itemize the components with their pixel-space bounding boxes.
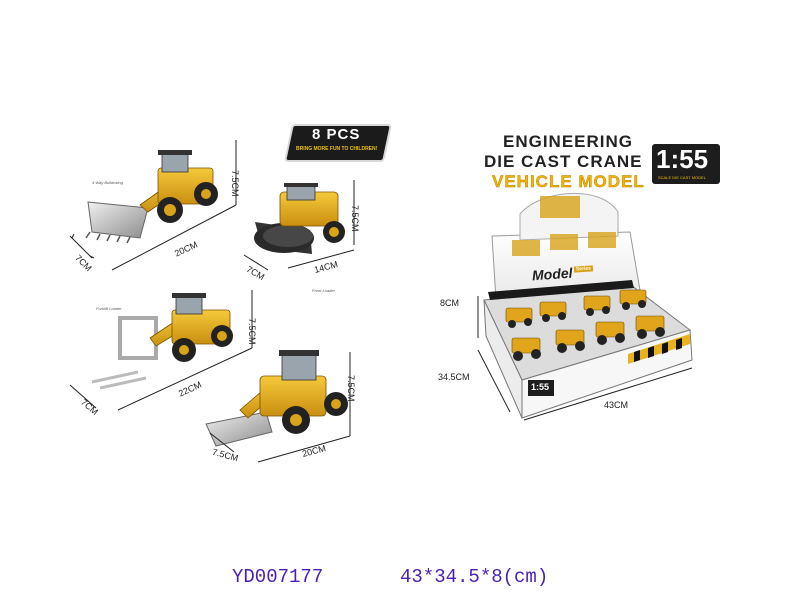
dim-label-v4-height: 7.5CM xyxy=(346,375,356,402)
pcs-badge-title: 8 PCS xyxy=(312,126,361,143)
road-roller-image xyxy=(254,183,345,254)
forklift-loader-image xyxy=(91,293,233,390)
product-caption-4: Front Loader xyxy=(312,288,335,293)
box-brand-logo: Model xyxy=(531,264,573,284)
box-scale-label: 1:55 xyxy=(531,382,550,392)
scale-badge-value: 1:55 xyxy=(656,144,709,174)
wheel-loader-image xyxy=(85,150,218,244)
product-caption-1: 4 Way Bulldozing xyxy=(92,180,123,185)
product-caption-3: Forklift Loader xyxy=(96,306,122,311)
package-title-line2: DIE CAST CRANE xyxy=(484,152,643,171)
dimension-lines-right xyxy=(477,296,693,421)
dim-label-v3-height: 7.5CM xyxy=(247,318,257,345)
package-title-line3: VEHICLE MODEL xyxy=(492,172,645,191)
package-size: 43*34.5*8(cm) xyxy=(400,566,549,588)
scale-badge-subtitle: SCALE DIE CAST MODEL xyxy=(658,175,706,180)
scale-badge xyxy=(652,144,720,184)
bulldozer-image xyxy=(205,350,348,447)
box-dim-height: 8CM xyxy=(440,298,460,308)
dim-label-v1-height: 7.5CM xyxy=(230,170,240,197)
product-code: YD007177 xyxy=(232,566,324,588)
dimension-lines-left xyxy=(69,140,355,463)
pcs-badge-subtitle: BRING MORE FUN TO CHILDREN! xyxy=(296,146,378,152)
display-box-image xyxy=(483,193,693,419)
dim-label-v2-height: 7.5CM xyxy=(350,205,360,232)
box-dim-depth: 34.5CM xyxy=(438,372,470,382)
box-dim-width: 43CM xyxy=(604,400,629,410)
package-title-line1: ENGINEERING xyxy=(503,132,634,151)
